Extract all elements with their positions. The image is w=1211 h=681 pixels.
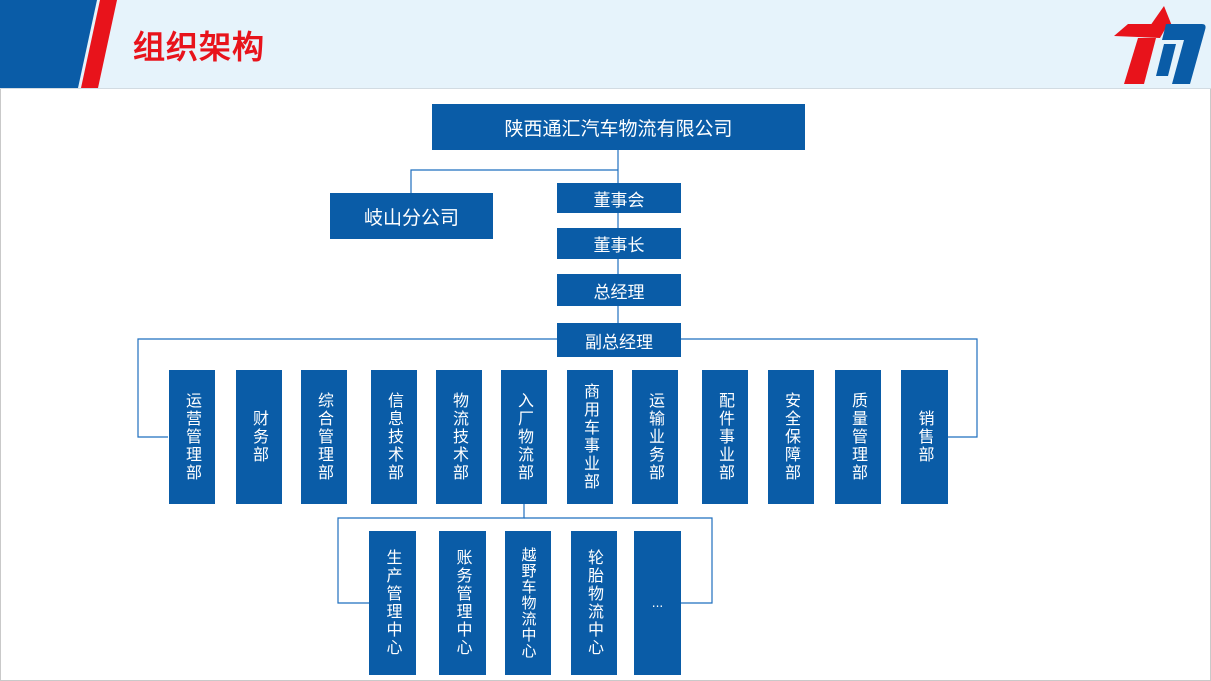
department-box: 信息技术部 xyxy=(371,370,417,504)
department-box: 安全保障部 xyxy=(768,370,814,504)
department-box: 商用车事业部 xyxy=(567,370,613,504)
department-box: 运营管理部 xyxy=(169,370,215,504)
department-box: 综合管理部 xyxy=(301,370,347,504)
center-box: 账务管理中心 xyxy=(439,531,486,675)
page-title: 组织架构 xyxy=(133,28,266,66)
general-manager-box: 总经理 xyxy=(557,274,681,306)
more-centers-box: ... xyxy=(634,531,681,675)
branch-box: 岐山分公司 xyxy=(330,193,493,239)
slide-header: 组织架构 xyxy=(0,0,1211,89)
department-box: 物流技术部 xyxy=(436,370,482,504)
header-decoration xyxy=(0,0,117,88)
department-box: 财务部 xyxy=(236,370,282,504)
department-box: 销售部 xyxy=(901,370,948,504)
tongyi-logo-icon xyxy=(1114,6,1206,84)
company-box: 陕西通汇汽车物流有限公司 xyxy=(432,104,805,150)
center-box: 越野车物流中心 xyxy=(505,531,551,675)
chairman-box: 董事长 xyxy=(557,228,681,259)
center-box: 生产管理中心 xyxy=(369,531,416,675)
center-box: 轮胎物流中心 xyxy=(571,531,617,675)
board-box: 董事会 xyxy=(557,183,681,213)
department-box: 运输业务部 xyxy=(632,370,678,504)
department-box: 质量管理部 xyxy=(835,370,881,504)
department-box: 入厂物流部 xyxy=(501,370,547,504)
department-box: 配件事业部 xyxy=(702,370,748,504)
deputy-general-manager-box: 副总经理 xyxy=(557,323,681,357)
